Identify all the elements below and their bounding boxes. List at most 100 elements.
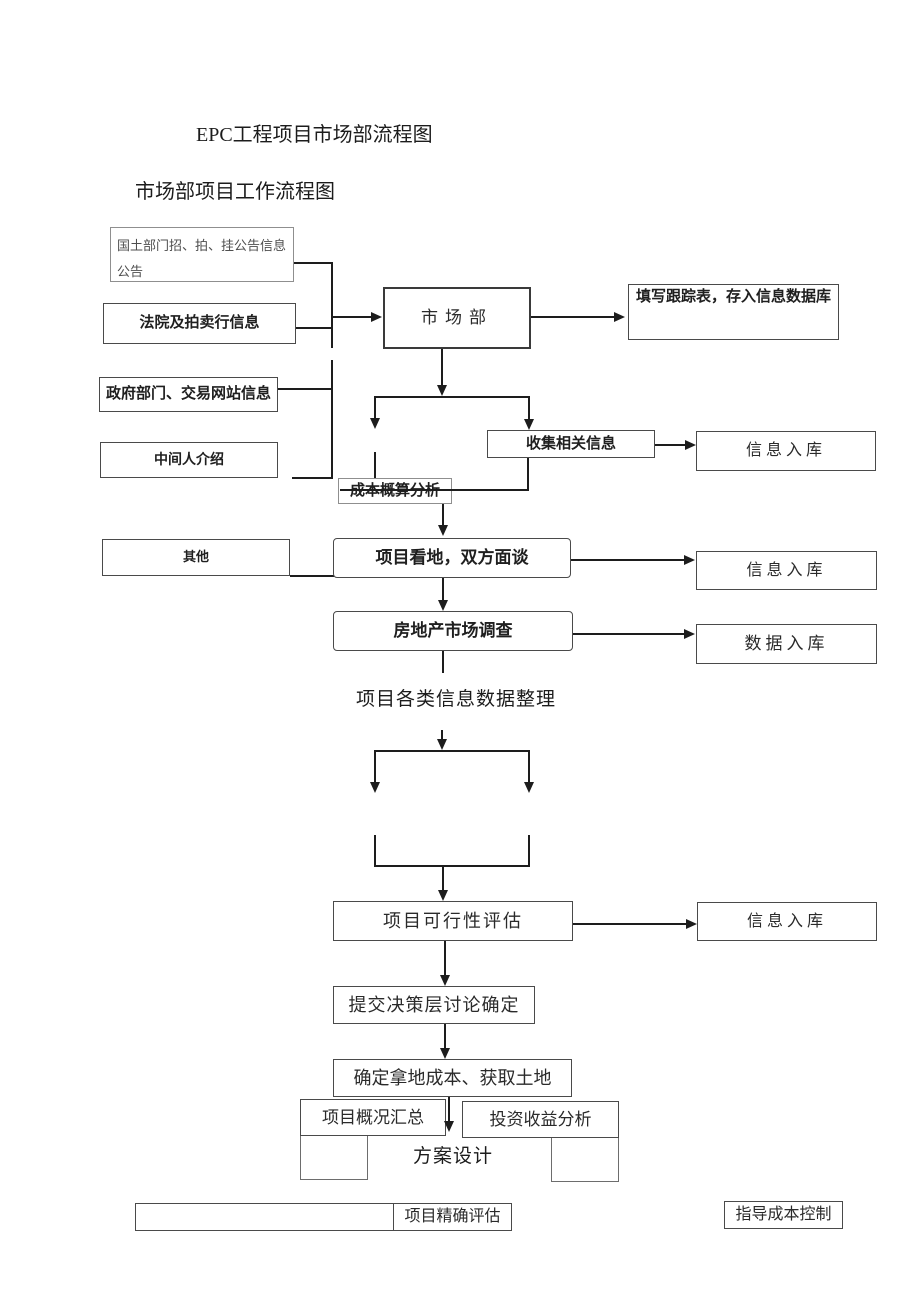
node-others-label: 其他 (182, 549, 209, 565)
node-info-storage-1-label: 信息入库 (745, 442, 826, 459)
connector-line (527, 458, 529, 491)
connector-line (528, 750, 530, 783)
node-gov-websites-label: 政府部门、交易网站信息 (105, 385, 271, 403)
node-tracking-form-label: 填写跟踪表，存入信息数据库 (635, 288, 831, 305)
node-project-summary: 项目概况汇总 (300, 1099, 446, 1136)
arrow-head (524, 782, 534, 793)
node-decision: 提交决策层讨论确定 (333, 986, 535, 1024)
connector-line (374, 865, 530, 867)
arrow-head (614, 312, 625, 322)
connector-line (441, 349, 443, 386)
connector-line (444, 1024, 446, 1049)
tab-outline-left (300, 1134, 368, 1180)
connector-line (374, 396, 530, 398)
connector-line (531, 316, 616, 318)
node-info-storage-2-label: 信息入库 (746, 561, 827, 579)
node-middleman: 中间人介绍 (100, 442, 278, 478)
connector-line (294, 262, 332, 264)
connector-line (292, 477, 332, 479)
node-data-storage: 数据入库 (696, 624, 877, 664)
node-cost-estimate: 成本概算分析 (338, 478, 452, 504)
node-project-summary-label: 项目概况汇总 (322, 1107, 424, 1127)
arrow-head (684, 629, 695, 639)
connector-line (374, 835, 376, 867)
arrow-head (440, 975, 450, 986)
connector-line (573, 923, 687, 925)
node-decision-label: 提交决策层讨论确定 (348, 994, 520, 1015)
node-cost-estimate-label: 成本概算分析 (349, 481, 440, 499)
node-collect-info: 收集相关信息 (487, 430, 655, 458)
node-feasibility: 项目可行性评估 (333, 901, 573, 941)
node-info-storage-2: 信息入库 (696, 551, 877, 590)
node-info-storage-3-label: 信息入库 (746, 912, 827, 930)
connector-line (331, 360, 333, 479)
caption-data-organize: 项目各类信息数据整理 (356, 689, 557, 710)
node-others: 其他 (102, 539, 290, 576)
node-court-auction: 法院及拍卖行信息 (103, 303, 296, 344)
connector-line (331, 262, 333, 348)
arrow-head (437, 739, 447, 750)
node-info-storage-1: 信息入库 (696, 431, 876, 471)
page-subtitle: 市场部项目工作流程图 (135, 181, 335, 203)
arrow-head (370, 418, 380, 429)
node-site-visit-label: 项目看地，双方面谈 (375, 548, 529, 568)
connector-line (374, 750, 530, 752)
connector-line (296, 327, 332, 329)
node-gov-websites: 政府部门、交易网站信息 (99, 377, 278, 412)
connector-line (528, 396, 530, 420)
node-marketing-dept-label: 市场部 (421, 308, 493, 328)
connector-line (655, 444, 687, 446)
node-data-storage-label: 数据入库 (744, 634, 829, 654)
connector-line (441, 730, 443, 740)
node-marketing-dept: 市场部 (383, 287, 531, 349)
arrow-head (438, 525, 448, 536)
arrow-head (684, 555, 695, 565)
node-precise-evaluation-lead (135, 1203, 395, 1231)
node-market-survey-label: 房地产市场调查 (393, 621, 513, 641)
node-site-visit: 项目看地，双方面谈 (333, 538, 571, 578)
connector-line (278, 388, 332, 390)
connector-line (442, 867, 444, 891)
arrow-head (524, 419, 534, 430)
node-investment-analysis-label: 投资收益分析 (489, 1109, 592, 1129)
node-land-cost: 确定拿地成本、获取土地 (333, 1059, 572, 1097)
node-land-bureau: 国土部门招、拍、挂公告信息公告 (110, 227, 294, 282)
arrow-head (686, 919, 697, 929)
connector-line (374, 750, 376, 783)
connector-line (442, 651, 444, 673)
node-court-auction-label: 法院及拍卖行信息 (139, 314, 260, 332)
arrow-head (370, 782, 380, 793)
node-precise-evaluation-label: 项目精确评估 (404, 1208, 501, 1225)
connector-line (571, 559, 685, 561)
connector-line (528, 835, 530, 867)
arrow-head (440, 1048, 450, 1059)
node-investment-analysis: 投资收益分析 (462, 1101, 619, 1138)
caption-plan-design: 方案设计 (413, 1146, 494, 1167)
connector-line (573, 633, 685, 635)
arrow-head (444, 1121, 454, 1132)
node-market-survey: 房地产市场调查 (333, 611, 573, 651)
node-tracking-form: 填写跟踪表，存入信息数据库 (628, 284, 839, 340)
arrow-head (371, 312, 382, 322)
node-info-storage-3: 信息入库 (697, 902, 877, 941)
node-feasibility-label: 项目可行性评估 (383, 910, 523, 931)
node-middleman-label: 中间人介绍 (154, 451, 224, 468)
tab-outline-right (551, 1137, 619, 1182)
arrow-head (685, 440, 696, 450)
connector-line (340, 489, 529, 491)
connector-line (374, 396, 376, 419)
connector-line (442, 578, 444, 601)
node-cost-control: 指导成本控制 (724, 1201, 843, 1229)
connector-line (374, 452, 376, 479)
node-land-cost-label: 确定拿地成本、获取土地 (353, 1067, 552, 1088)
arrow-head (438, 890, 448, 901)
connector-line (442, 504, 444, 526)
node-land-bureau-label: 国土部门招、拍、挂公告信息公告 (117, 238, 287, 279)
page-title: EPC工程项目市场部流程图 (196, 124, 433, 146)
node-cost-control-label: 指导成本控制 (735, 1206, 832, 1223)
connector-line (444, 941, 446, 976)
connector-line (290, 575, 334, 577)
node-collect-info-label: 收集相关信息 (525, 434, 616, 452)
arrow-head (437, 385, 447, 396)
